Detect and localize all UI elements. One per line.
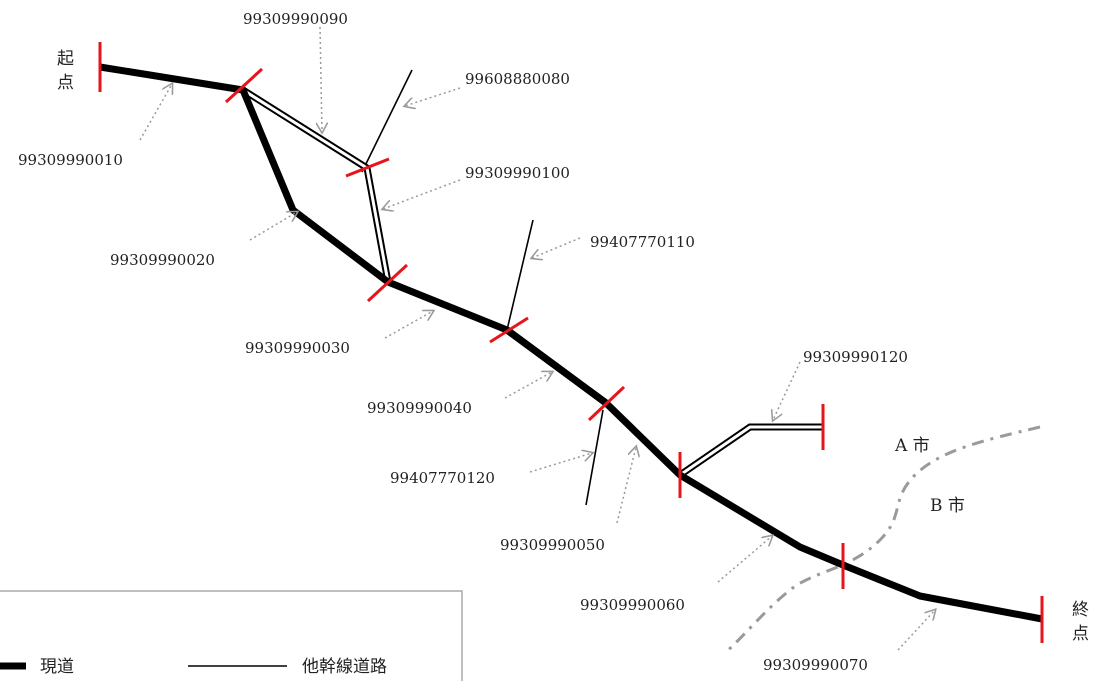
legend: 現道 他幹線道路 — [0, 590, 463, 681]
start-label-1: 起 — [57, 49, 74, 69]
road-id-label-100: 99309990100 — [465, 164, 570, 182]
legend-frame — [0, 590, 463, 681]
arrow-s120 — [773, 361, 801, 420]
road-id-label-10: 99309990010 — [18, 151, 123, 169]
other-trunk-road-3 — [585, 409, 604, 506]
arrow-s10 — [139, 84, 172, 141]
city-label-b: B 市 — [930, 496, 965, 516]
road-id-label-50: 99309990050 — [500, 536, 605, 554]
arrow-s60 — [717, 536, 772, 583]
arrow-s40 — [504, 372, 552, 399]
road-id-label-40: 99309990040 — [367, 399, 472, 417]
legend-other-trunk-road-label: 他幹線道路 — [302, 656, 387, 677]
end-label-1: 終 — [1072, 600, 1089, 620]
other-trunk-road-1 — [361, 69, 413, 173]
road-id-label-20: 99309990020 — [110, 251, 215, 269]
arrow-s100 — [383, 179, 461, 209]
arrow-t110 — [532, 237, 581, 258]
arrow-s90 — [320, 26, 322, 132]
road-id-label-60: 99309990060 — [580, 596, 685, 614]
arrow-t120 — [529, 453, 592, 473]
section-boundary-marks — [98, 42, 1044, 643]
other-trunk-road-2 — [506, 219, 534, 331]
arrow-t80 — [405, 87, 461, 106]
road-id-label-70: 99309990070 — [763, 656, 868, 674]
road-id-label-t120: 99407770120 — [390, 469, 495, 487]
city-label-a: A 市 — [894, 436, 930, 456]
arrow-s50 — [616, 447, 636, 524]
arrow-s70 — [897, 610, 935, 651]
road-id-label-t80: 99608880080 — [465, 70, 570, 88]
road-id-label-90: 99309990090 — [243, 10, 348, 28]
double-line-segments — [241, 87, 822, 478]
road-id-label-t110: 99407770110 — [590, 233, 695, 251]
city-border-line — [723, 425, 1041, 655]
road-id-label-30: 99309990030 — [245, 339, 350, 357]
arrow-s30 — [384, 311, 433, 339]
start-label-2: 点 — [57, 73, 74, 93]
label-arrows — [139, 26, 935, 651]
arrow-s20 — [249, 212, 297, 241]
road-id-label-120: 99309990120 — [803, 348, 908, 366]
legend-current-road-label: 現道 — [40, 657, 74, 677]
end-label-2: 点 — [1072, 624, 1089, 644]
